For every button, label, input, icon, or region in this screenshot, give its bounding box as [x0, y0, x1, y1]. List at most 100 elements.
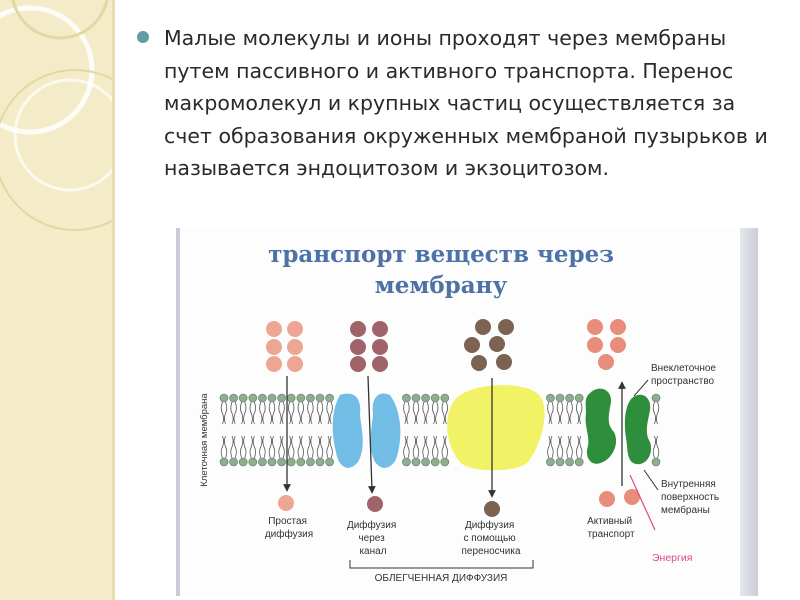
lipid-tail [291, 435, 295, 459]
lipid-tail [233, 401, 237, 425]
inner-surface-label: Внутренняя поверхность мембраны [661, 479, 722, 516]
lipid-head [574, 393, 584, 403]
lipid-tail [422, 435, 426, 459]
lipid-head [546, 393, 555, 403]
lipid-tail [326, 435, 330, 459]
lipid-head [565, 457, 574, 467]
figure-left-border [176, 228, 180, 596]
lipid-head [325, 393, 334, 403]
lipid-tail [556, 401, 560, 425]
lipid-head [651, 457, 661, 467]
lipid-tail [288, 401, 292, 425]
lipid-tail [435, 401, 439, 425]
lipid-tail [297, 401, 301, 425]
lipid-tail [422, 401, 426, 425]
lipid-tail [240, 435, 244, 459]
lipid-head [286, 393, 296, 403]
lipid-tail [281, 435, 285, 459]
lipid-tail [268, 401, 272, 425]
lipid-tail [416, 401, 420, 425]
lipid-tail [435, 435, 439, 459]
lipid-tail [432, 401, 436, 425]
lipid-head [315, 393, 325, 403]
lipid-head [229, 393, 238, 403]
facilitated-diffusion-label: ОБЛЕГЧЕННАЯ ДИФФУЗИЯ [375, 573, 508, 584]
lipid-tail [444, 435, 448, 459]
lipid-tail [416, 435, 420, 459]
decorative-side-panel [0, 0, 112, 600]
lipid-tail [220, 435, 224, 459]
lipid-tail [547, 435, 551, 459]
facilitated-diffusion-bracket [349, 560, 534, 569]
lipid-tail [412, 401, 416, 425]
lipid-tail [569, 435, 573, 459]
lipid-head [555, 393, 565, 403]
lipid-head [258, 457, 267, 467]
lipid-tail [566, 401, 570, 425]
lipid-tail [444, 401, 448, 425]
lipid-tail [224, 435, 228, 459]
lipid-head [402, 393, 411, 403]
lipid-head [325, 457, 334, 467]
lipid-head [258, 393, 267, 403]
lipid-head [286, 457, 296, 467]
lipid-tail [307, 401, 311, 425]
membrane-label: Клеточная мембрана [199, 393, 210, 487]
lipid-tail [278, 401, 282, 425]
lipid-tail [425, 435, 429, 459]
lipid-head [277, 457, 286, 467]
lipid-tail [249, 401, 253, 425]
lipid-head [248, 393, 258, 403]
lipid-tail [560, 401, 564, 425]
lipid-tail [425, 401, 429, 425]
lipid-tail [403, 435, 407, 459]
lipid-head [574, 457, 584, 467]
channel-protein [332, 393, 401, 468]
lipid-head [248, 457, 258, 467]
lipid-tail [252, 435, 256, 459]
lipid-head [421, 457, 430, 467]
lipid-bilayer [219, 393, 661, 467]
lipid-head [430, 457, 440, 467]
lipid-tail [403, 401, 407, 425]
lipid-head [440, 457, 450, 467]
lipid-tail [656, 435, 660, 459]
lipid-tail [406, 401, 410, 425]
lipid-tail [262, 435, 266, 459]
lipid-tail [566, 435, 570, 459]
label-simple-diffusion: Простая диффузия [265, 516, 313, 540]
lipid-tail [569, 401, 573, 425]
transport-arrows [283, 375, 626, 498]
lipid-head [402, 457, 411, 467]
lipid-tail [560, 435, 564, 459]
lipid-tail [268, 435, 272, 459]
lipid-head [238, 393, 248, 403]
lipid-tail [432, 435, 436, 459]
lipid-head [306, 393, 315, 403]
figure-right-border [740, 228, 758, 596]
lipid-head [440, 393, 450, 403]
lipid-tail [259, 401, 263, 425]
lipid-head [555, 457, 565, 467]
lipid-tail [412, 435, 416, 459]
lipid-tail [441, 401, 445, 425]
lipid-tail [550, 435, 554, 459]
lipid-tail [300, 401, 304, 425]
lipid-head [546, 457, 555, 467]
lipid-tail [243, 401, 247, 425]
lipid-tail [550, 401, 554, 425]
decorative-rings [0, 0, 112, 231]
lipid-tail [252, 401, 256, 425]
lipid-tail [281, 401, 285, 425]
lipid-head [296, 393, 306, 403]
lipid-tail [320, 435, 324, 459]
extracellular-label: Внеклеточное пространство [651, 363, 719, 387]
lipid-tail [291, 401, 295, 425]
bullet-icon [137, 31, 149, 43]
lipid-tail [220, 401, 224, 425]
lipid-head [411, 457, 421, 467]
lipid-tail [300, 435, 304, 459]
lipid-head [267, 393, 277, 403]
lipid-head [219, 393, 229, 403]
molecules-carrier [464, 319, 514, 517]
